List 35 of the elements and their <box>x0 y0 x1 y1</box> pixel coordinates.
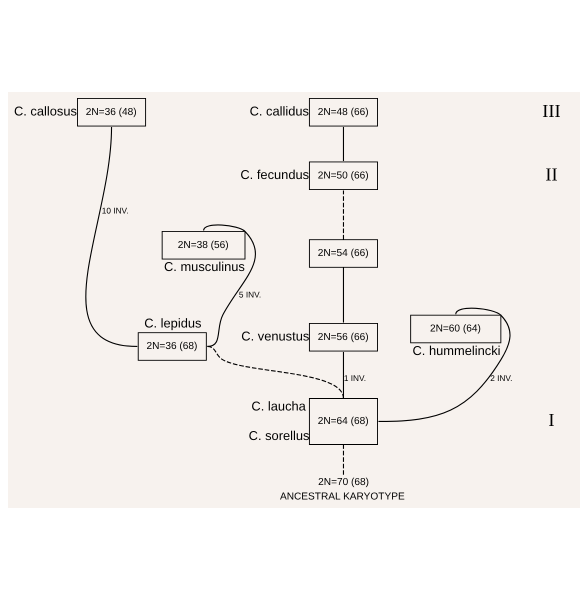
node-box: 2N=38 (56) <box>162 230 246 259</box>
connector <box>342 267 344 322</box>
connector <box>207 345 344 398</box>
node-label: C. venustus <box>241 328 310 344</box>
connector <box>378 307 510 422</box>
node-label: C. sorellus <box>248 427 310 442</box>
edge-label: 2 INV. <box>490 374 512 383</box>
label: I <box>548 410 555 430</box>
node-box: 2N=50 (66) <box>308 160 378 190</box>
node-box: 2N=48 (66) <box>308 97 378 126</box>
node-text: 2N=70 (68) ANCESTRAL KARYOTYPE <box>280 476 405 502</box>
label: II <box>545 164 558 184</box>
connector <box>342 190 344 240</box>
node-label: C. hummelincki <box>412 342 501 358</box>
node-label: C. lepidus <box>144 314 202 330</box>
label: III <box>542 100 561 120</box>
connector <box>342 352 344 398</box>
connector <box>342 444 344 474</box>
edge-label: 5 INV. <box>238 290 262 299</box>
node-label: C. fecundus <box>240 166 310 182</box>
edge-label: 10 INV. <box>102 206 129 216</box>
node-label: C. musculinus <box>164 258 245 274</box>
connector <box>203 224 256 347</box>
node-box: 2N=36 (68) <box>138 332 207 360</box>
edge-label: 1 INV. <box>344 374 366 383</box>
node-label: C. callosus <box>14 103 77 118</box>
node-label: C. laucha <box>251 398 306 414</box>
node-box: 2N=56 (66) <box>308 322 378 352</box>
connector <box>342 126 344 161</box>
node-box: 2N=60 (64) <box>410 314 502 343</box>
node-box: 2N=64 (68) <box>308 398 378 444</box>
node-label: C. callidus <box>250 103 309 118</box>
node-box: 2N=54 (66) <box>308 238 378 268</box>
connector <box>85 126 138 347</box>
node-box: 2N=36 (48) <box>77 97 146 126</box>
